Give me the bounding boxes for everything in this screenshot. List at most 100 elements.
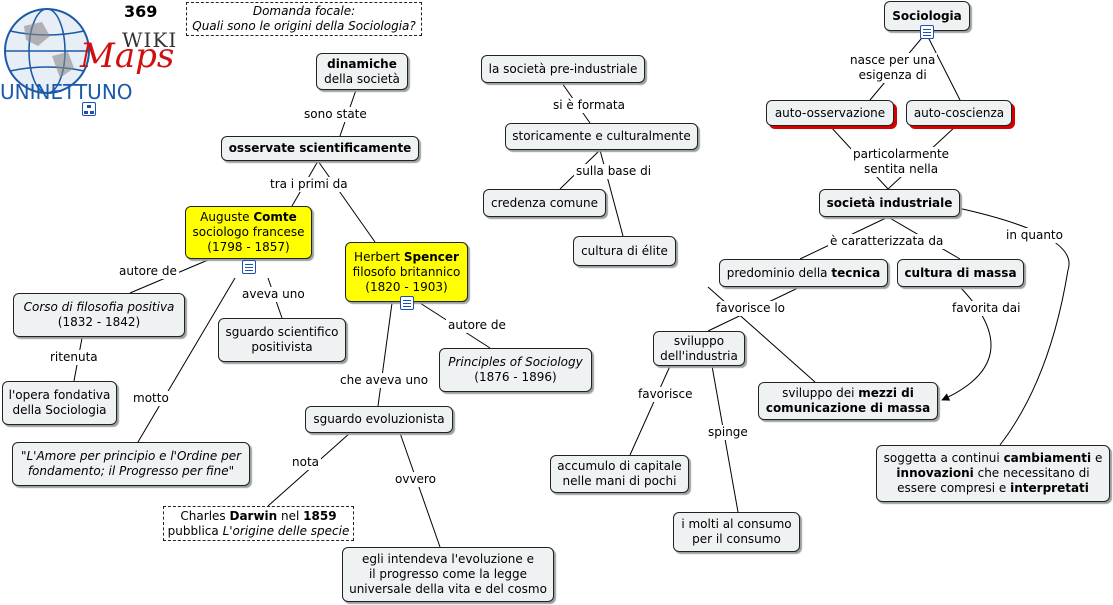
- node-molti-consumo[interactable]: i molti al consumo per il consumo: [673, 512, 800, 552]
- node-accumulo-2: nelle mani di pochi: [562, 474, 677, 488]
- label-che-aveva-uno: che aveva uno: [338, 373, 431, 388]
- node-principles-title: Principles of Sociology: [448, 355, 583, 369]
- label-ritenuta: ritenuta: [48, 350, 100, 365]
- node-predominio-text: predominio della tecnica: [726, 265, 881, 280]
- note-icon[interactable]: [400, 296, 414, 310]
- node-societa-industriale-text: società industriale: [826, 195, 953, 210]
- node-comte-name: Auguste Comte: [200, 210, 297, 224]
- label-aveva-uno: aveva uno: [240, 287, 307, 302]
- node-auto-coscienza[interactable]: auto-coscienza: [906, 100, 1012, 126]
- logo-wiki-text: WIKI: [122, 28, 178, 52]
- label-particolarmente: particolarmente sentita nella: [851, 147, 952, 177]
- node-spencer[interactable]: Herbert Spencer filosofo britannico (182…: [345, 242, 468, 302]
- node-comte-role: sociologo francese: [192, 225, 305, 239]
- node-corso[interactable]: Corso di filosofia positiva (1832 - 1842…: [13, 293, 185, 337]
- node-sociologia-text: Sociologia: [892, 8, 962, 23]
- label-tra-i-primi: tra i primi da: [268, 177, 350, 192]
- label-caratterizzata: è caratterizzata da: [828, 234, 946, 249]
- label-spinge: spinge: [706, 425, 750, 440]
- node-evoluzione-2: il progresso come la legge: [368, 567, 528, 581]
- note-icon[interactable]: [242, 260, 256, 274]
- wikimaps-logo: 369 WIKI Maps UNINETTUNO: [0, 0, 185, 120]
- label-sulla-base-di: sulla base di: [574, 164, 654, 179]
- node-principles[interactable]: Principles of Sociology (1876 - 1896): [439, 348, 592, 392]
- node-auto-osservazione[interactable]: auto-osservazione: [766, 100, 894, 126]
- label-si-e-formata: si è formata: [551, 98, 627, 113]
- label-sono-state: sono state: [302, 107, 369, 122]
- label-autore-de-2: autore de: [446, 318, 508, 333]
- node-comte[interactable]: Auguste Comte sociologo francese (1798 -…: [185, 206, 312, 259]
- focus-line-2: Quali sono le origini della Sociologia?: [192, 19, 416, 33]
- node-sviluppo-industria-1: sviluppo: [673, 333, 725, 348]
- note-icon[interactable]: [920, 25, 934, 39]
- node-mezzi-line1: sviluppo dei mezzi di: [782, 386, 914, 400]
- label-ovvero: ovvero: [393, 472, 438, 487]
- node-darwin-line1: Charles Darwin nel 1859: [180, 508, 337, 523]
- node-dinamiche-bold: dinamiche: [327, 56, 397, 71]
- globe-icon: [4, 8, 90, 94]
- node-sviluppo-industria-2: dell'industria: [660, 348, 738, 363]
- node-corso-title: Corso di filosofia positiva: [23, 300, 175, 314]
- node-soggetta[interactable]: soggetta a continui cambiamenti e innova…: [876, 445, 1110, 502]
- map-number: 369: [124, 2, 158, 21]
- node-sviluppo-industria[interactable]: sviluppo dell'industria: [653, 331, 745, 366]
- node-spencer-role: filosofo britannico: [352, 264, 461, 279]
- node-mezzi-line2: comunicazione di massa: [765, 401, 931, 415]
- node-motto-2: fondamento; il Progresso per fine": [27, 464, 235, 478]
- node-evoluzione-1: egli intendeva l'evoluzione e: [362, 552, 534, 566]
- node-storicamente[interactable]: storicamente e culturalmente: [505, 123, 698, 150]
- node-motto[interactable]: "L'Amore per principio e l'Ordine per fo…: [12, 442, 250, 486]
- node-predominio[interactable]: predominio della tecnica: [719, 259, 888, 287]
- label-favorisce-lo: favorisce lo: [714, 301, 788, 316]
- node-sguardo-evo-text: sguardo evoluzionista: [313, 412, 445, 426]
- node-mezzi-comunicazione[interactable]: sviluppo dei mezzi di comunicazione di m…: [758, 382, 938, 420]
- node-sguardo-scientifico-2: positivista: [251, 340, 313, 354]
- node-corso-years: (1832 - 1842): [57, 315, 141, 329]
- node-auto-coscienza-text: auto-coscienza: [913, 105, 1005, 120]
- node-credenza[interactable]: credenza comune: [483, 189, 606, 217]
- label-in-quanto: in quanto: [1004, 228, 1065, 243]
- node-pre-industriale[interactable]: la società pre-industriale: [481, 55, 645, 83]
- node-darwin[interactable]: Charles Darwin nel 1859 pubblica L'origi…: [163, 506, 354, 541]
- node-spencer-years: (1820 - 1903): [365, 279, 448, 294]
- node-principles-years: (1876 - 1896): [474, 370, 557, 384]
- node-societa-industriale[interactable]: società industriale: [819, 189, 960, 217]
- label-favorita-dai: favorita dai: [950, 301, 1023, 316]
- node-soggetta-2: innovazioni che necessitano di: [896, 466, 1090, 480]
- node-cultura-massa-text: cultura di massa: [904, 265, 1017, 280]
- node-credenza-text: credenza comune: [491, 195, 598, 210]
- node-pre-industriale-text: la società pre-industriale: [488, 61, 638, 76]
- node-comte-years: (1798 - 1857): [207, 240, 290, 254]
- node-molti-2: per il consumo: [692, 532, 781, 546]
- node-auto-osservazione-text: auto-osservazione: [774, 105, 886, 120]
- node-opera-1: l'opera fondativa: [8, 388, 111, 402]
- node-molti-1: i molti al consumo: [681, 517, 792, 531]
- node-sguardo-scientifico-1: sguardo scientifico: [225, 325, 339, 339]
- node-evoluzione[interactable]: egli intendeva l'evoluzione e il progres…: [342, 547, 554, 602]
- logo-brand-text: UNINETTUNO: [0, 80, 133, 104]
- node-sguardo-scientifico[interactable]: sguardo scientifico positivista: [218, 318, 346, 362]
- node-spencer-name: Herbert Spencer: [354, 249, 459, 264]
- node-darwin-line2: pubblica L'origine delle specie: [167, 523, 350, 538]
- node-accumulo-1: accumulo di capitale: [557, 459, 682, 473]
- node-opera-fondativa[interactable]: l'opera fondativa della Sociologia: [2, 381, 117, 425]
- node-cultura-massa[interactable]: cultura di massa: [897, 259, 1024, 287]
- label-motto: motto: [131, 391, 171, 406]
- label-nota: nota: [290, 455, 322, 470]
- node-dinamiche-text: della società: [324, 71, 400, 86]
- node-accumulo[interactable]: accumulo di capitale nelle mani di pochi: [550, 455, 689, 493]
- node-storicamente-text: storicamente e culturalmente: [512, 129, 691, 143]
- node-osservate-text: osservate scientificamente: [228, 141, 412, 155]
- node-soggetta-3: essere compresi e interpretati: [897, 481, 1089, 495]
- focus-line-1: Domanda focale:: [252, 4, 356, 18]
- node-sguardo-evoluzionista[interactable]: sguardo evoluzionista: [305, 406, 453, 433]
- logo-maps-text: Maps: [80, 36, 175, 76]
- label-favorisce: favorisce: [636, 387, 695, 402]
- node-soggetta-1: soggetta a continui cambiamenti e: [883, 451, 1103, 465]
- sitemap-icon[interactable]: [82, 102, 96, 116]
- node-dinamiche[interactable]: dinamiche della società: [316, 53, 408, 90]
- node-elite[interactable]: cultura di élite: [573, 236, 676, 266]
- label-nasce: nasce per una esigenza di: [848, 53, 938, 83]
- node-opera-2: della Sociologia: [12, 403, 107, 417]
- node-osservate[interactable]: osservate scientificamente: [221, 136, 419, 161]
